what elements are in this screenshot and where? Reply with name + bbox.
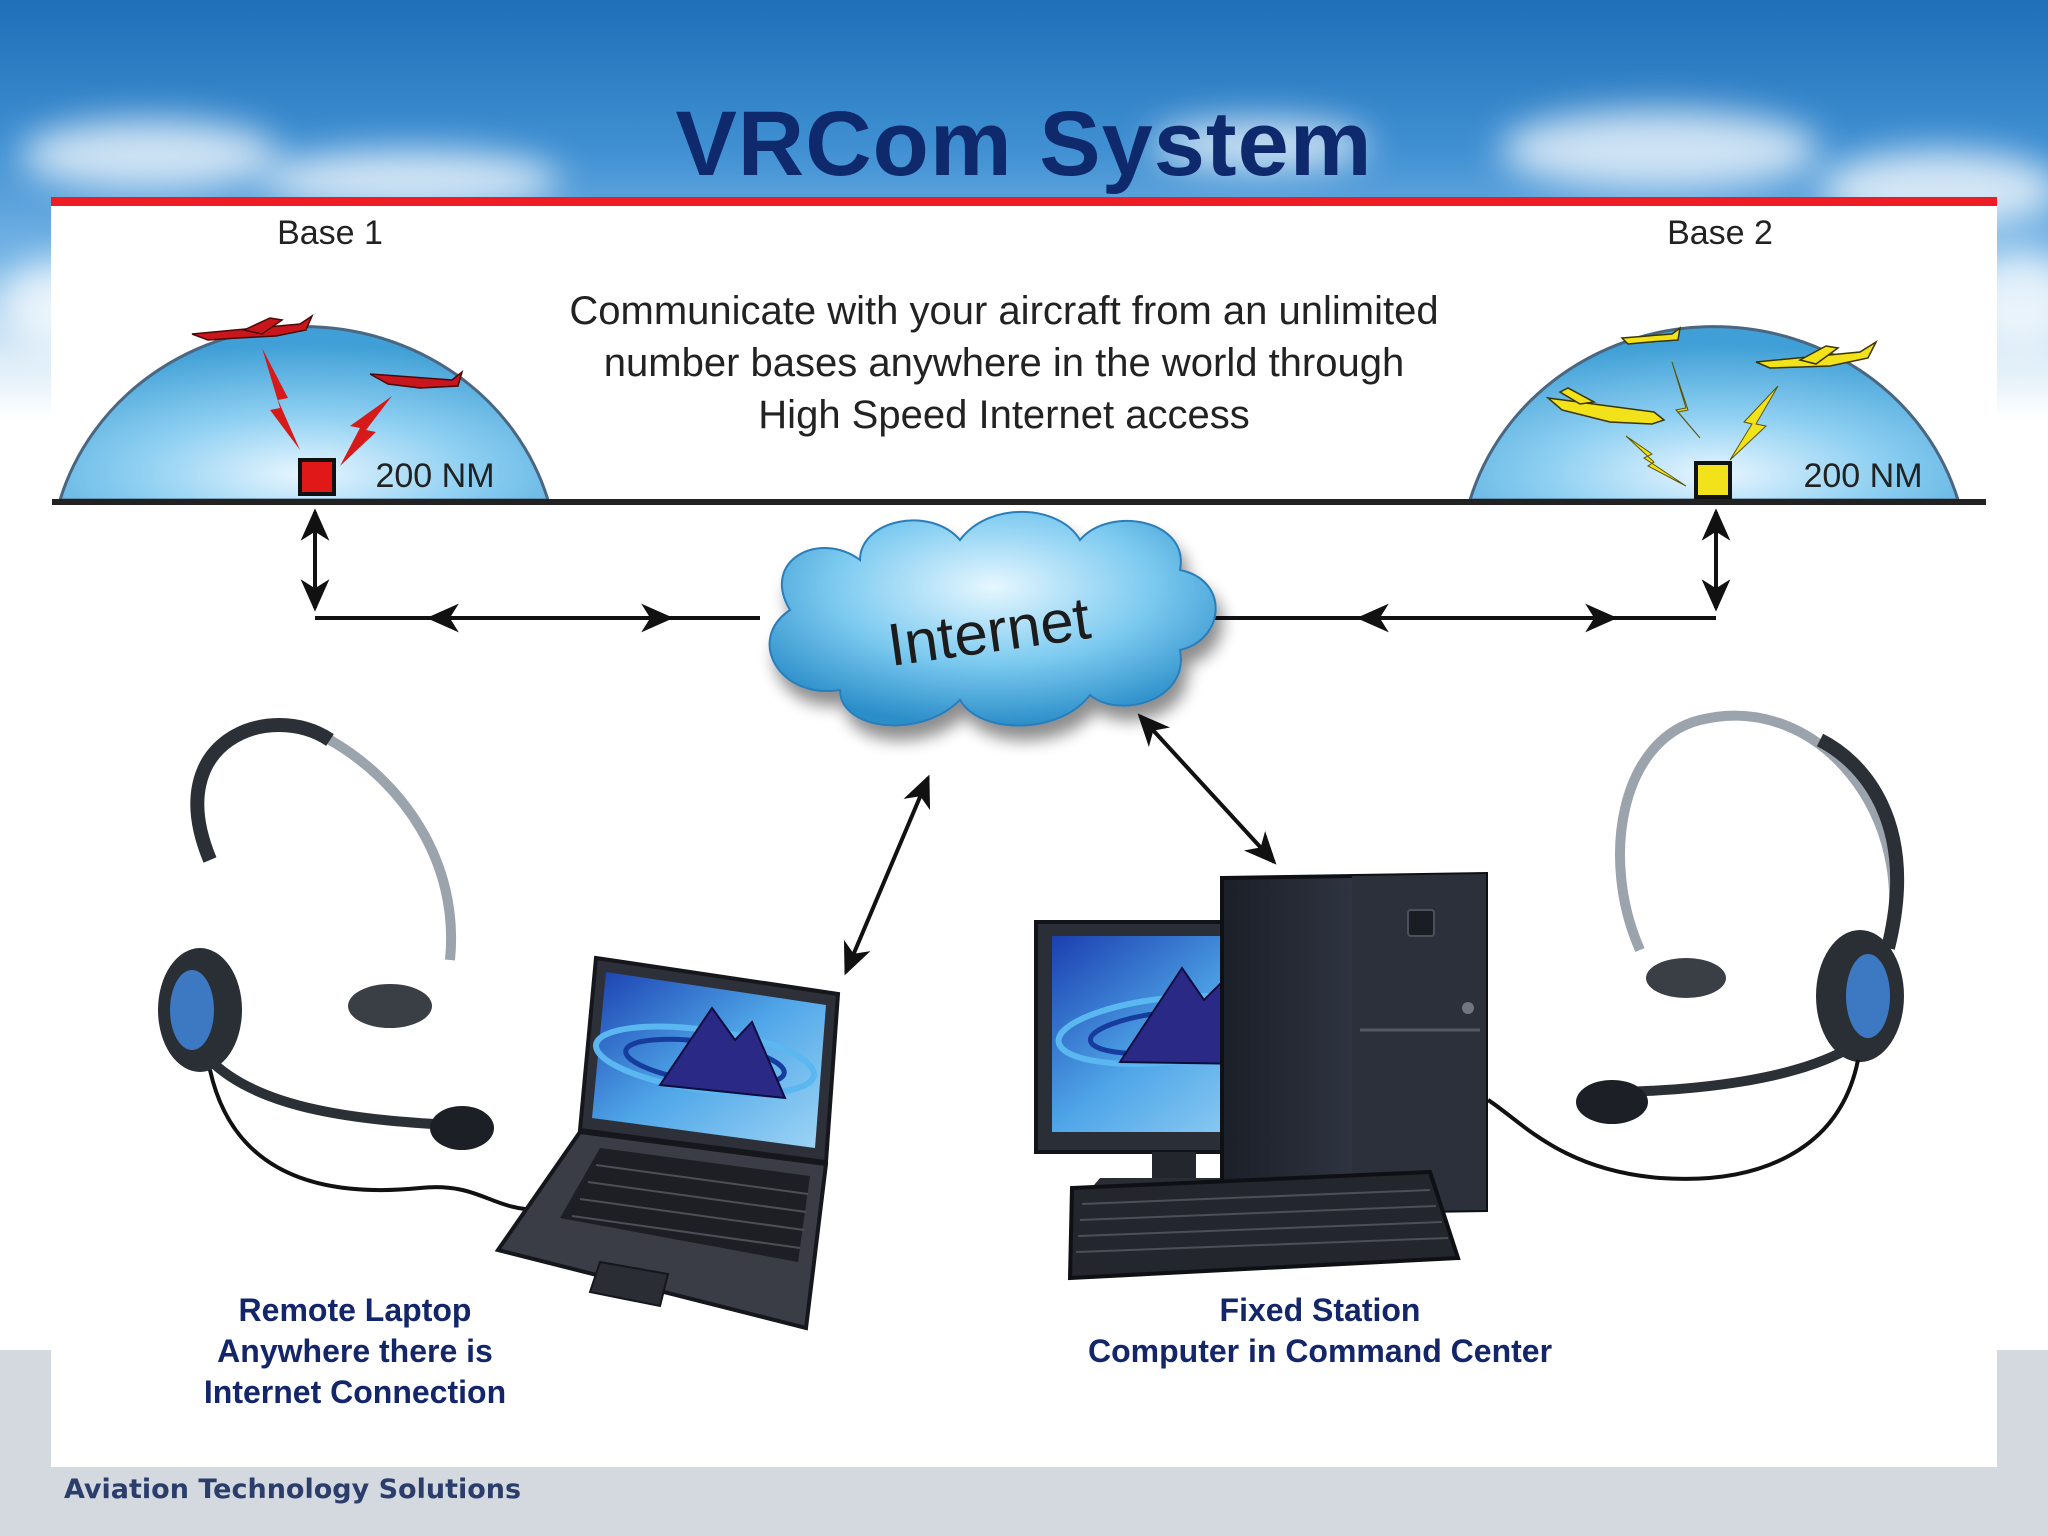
laptop-icon	[494, 955, 841, 1331]
aircraft-icon	[191, 313, 314, 341]
base2-station-marker	[1694, 461, 1732, 499]
signal-bolt-icon	[1625, 435, 1687, 487]
aircraft-icon	[1755, 339, 1878, 369]
caption-line: Fixed Station	[1219, 1292, 1421, 1328]
station-caption: Fixed Station Computer in Command Center	[1000, 1290, 1640, 1372]
laptop-link-arrow	[843, 774, 931, 976]
slide-title: VRCom System	[675, 93, 1373, 195]
headset-icon	[1486, 710, 1904, 1181]
description-line: number bases anywhere in the world throu…	[604, 341, 1404, 385]
base1-coverage-dome: Base 1 200 NM	[57, 214, 551, 502]
headset-icon	[158, 718, 541, 1212]
description-line: Communicate with your aircraft from an u…	[569, 289, 1438, 333]
signal-bolt-icon	[262, 348, 300, 450]
description-text: Communicate with your aircraft from an u…	[569, 289, 1438, 437]
description-line: High Speed Internet access	[758, 393, 1249, 437]
caption-line: Computer in Command Center	[1087, 1333, 1553, 1369]
base1-connector	[300, 508, 760, 633]
aircraft-icon	[1545, 387, 1666, 425]
base2-coverage-dome: Base 2 200 NM	[1467, 214, 1961, 502]
base2-range-label: 200 NM	[1803, 457, 1922, 495]
signal-bolt-icon	[1671, 361, 1701, 439]
title-rule	[51, 197, 1997, 206]
signal-bolt-icon	[1729, 385, 1779, 461]
caption-line: Anywhere there is	[217, 1333, 493, 1369]
base1-range-label: 200 NM	[375, 457, 494, 495]
caption-line: Remote Laptop	[238, 1292, 472, 1328]
station-link-arrow	[1137, 713, 1277, 865]
computer-tower-icon	[1220, 871, 1488, 1217]
laptop-caption: Remote Laptop Anywhere there is Internet…	[150, 1290, 560, 1413]
base2-label: Base 2	[1667, 214, 1773, 252]
internet-cloud: Internet	[768, 510, 1217, 727]
base2-connector	[1200, 508, 1731, 633]
aircraft-icon	[1620, 326, 1682, 345]
base1-label: Base 1	[277, 214, 383, 252]
base1-station-marker	[298, 458, 336, 496]
keyboard-icon	[1067, 1169, 1461, 1281]
caption-line: Internet Connection	[203, 1374, 507, 1410]
aircraft-icon	[369, 369, 464, 389]
logo-icon	[592, 1006, 818, 1100]
footer-brand: Aviation Technology Solutions	[64, 1474, 522, 1505]
signal-bolt-icon	[340, 396, 392, 466]
